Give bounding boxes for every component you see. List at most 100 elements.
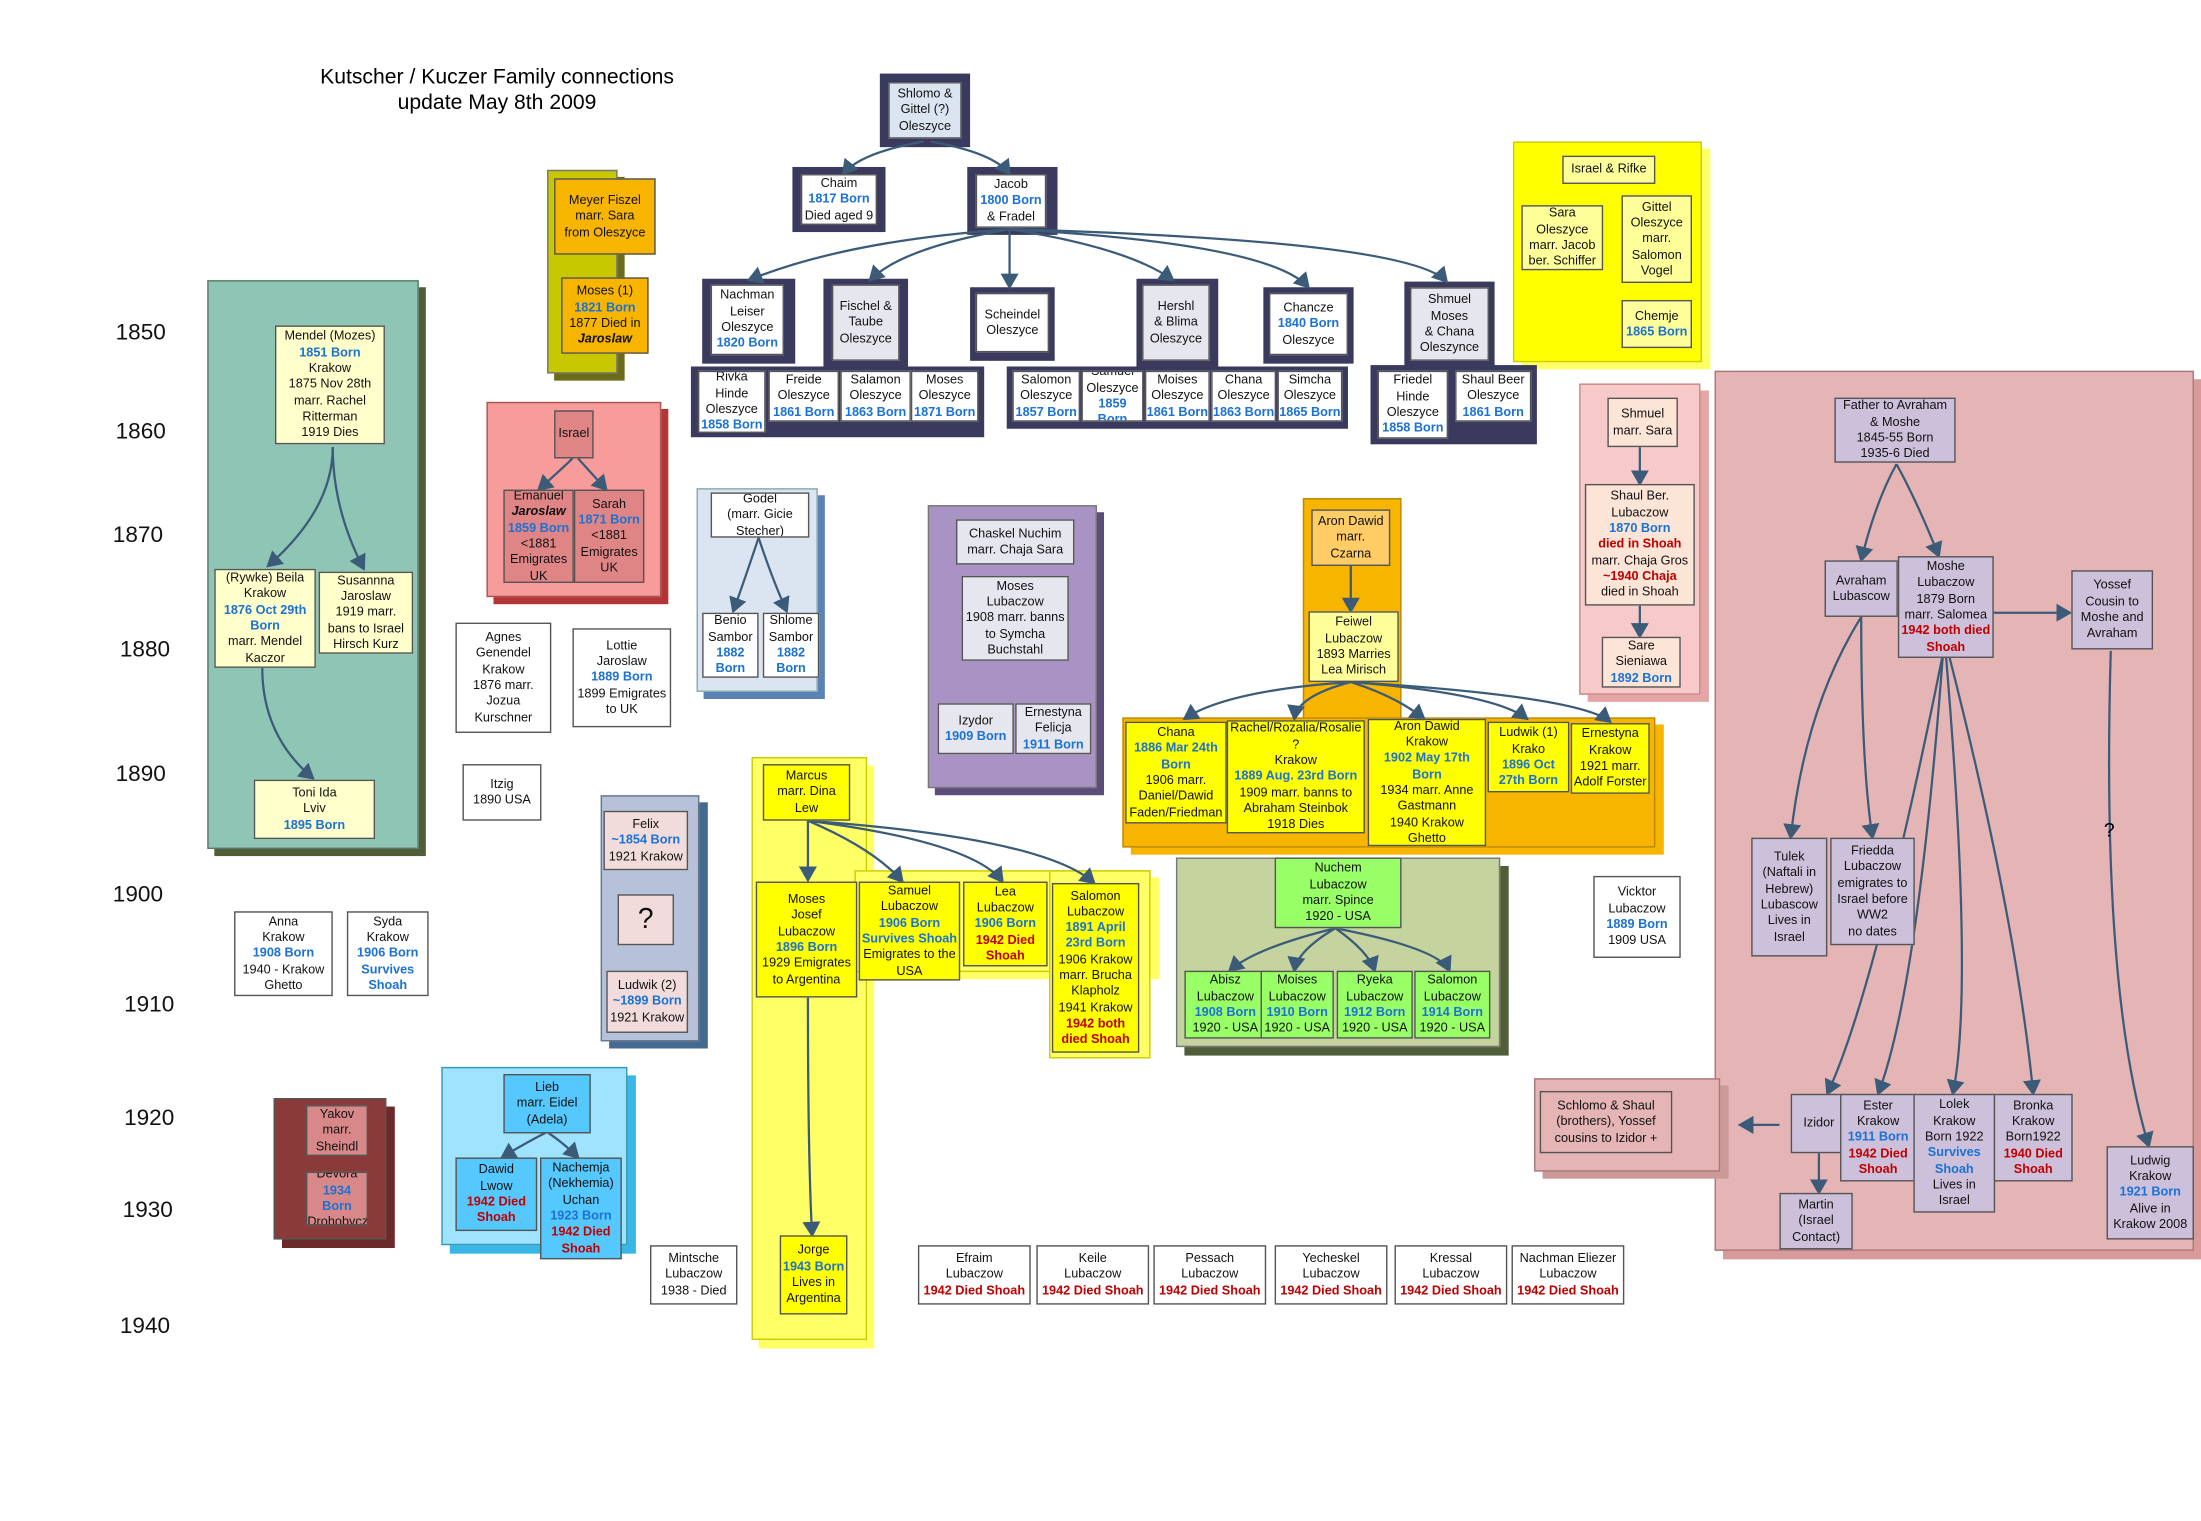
person-detail-line: Lubascow — [1832, 588, 1890, 603]
person-detail-line: Lubaczow — [665, 1266, 723, 1282]
person-detail-line: 1920 - USA — [1341, 1020, 1408, 1035]
person-detail-line: Ludwik (2) — [617, 977, 677, 992]
person-detail-line: Samuel — [887, 883, 931, 898]
person-detail-line: 1820 Born — [716, 335, 778, 350]
person-detail-line: bans to Israel — [327, 620, 404, 635]
person-detail-line: (Israel — [1798, 1213, 1834, 1228]
person-detail-line: Alive in — [2129, 1200, 2171, 1215]
person-detail-line: marr. Rachel — [293, 392, 366, 408]
person-detail-line: (Rywke) Beila — [225, 570, 305, 585]
person-detail-line: Oleszyce — [849, 388, 902, 403]
year-label: 1860 — [115, 420, 166, 445]
person-detail-line: Kressal — [1429, 1250, 1473, 1266]
person-detail-line: Oleszyce — [986, 322, 1039, 337]
person-detail-line: Adolf Forster — [1573, 774, 1647, 789]
person-detail-line: Israel before — [1837, 891, 1908, 906]
person-detail-line: Krakow — [482, 661, 525, 676]
person-detail-line: Avraham — [1835, 572, 1887, 587]
year-label: 1850 — [115, 321, 166, 346]
person-detail-line: Shmuel — [1621, 406, 1665, 421]
person-detail-line: & Chana — [1424, 324, 1475, 339]
person-detail-line: Lubaczow — [777, 923, 836, 938]
person-detail-line: marr. Sara — [1613, 422, 1673, 437]
person-detail-line: Krakow — [1274, 752, 1317, 768]
person-detail-line: 1942 Died Shoah — [1158, 1282, 1261, 1298]
person-detail-line: 1909 Born — [945, 728, 1007, 743]
person-detail-line: ? — [1292, 736, 1300, 752]
person-detail-line: Oleszyce — [1536, 221, 1589, 236]
person-detail-line: Ritterman — [302, 408, 358, 423]
person-detail-line: Emigrates — [580, 544, 638, 559]
person-detail-line: Ludwik (1) — [1499, 725, 1558, 740]
person-detail-line: Izidor — [1803, 1115, 1835, 1130]
person-detail-line: 1920 - USA — [1192, 1020, 1259, 1035]
person-detail-line: Shoah — [368, 977, 408, 992]
person-detail-line: Moses (1) — [576, 283, 634, 298]
person-shlomo-gittel: Shlomo &Gittel (?)Oleszyce — [888, 82, 962, 139]
person-detail-line: Dawid — [478, 1162, 514, 1177]
person-detail-line: 1943 Born — [782, 1258, 845, 1274]
person-detail-line: Leiser — [730, 303, 765, 318]
person-izidor: Izidor — [1790, 1093, 1848, 1154]
person-detail-line: Jacob — [994, 176, 1028, 192]
person-detail-line: Godel — [743, 492, 777, 506]
person-detail-line: 1919 Dies — [301, 424, 359, 439]
person-detail-line: Lives in — [792, 1274, 836, 1290]
person-detail-line: 1876 Oct 29th — [223, 602, 307, 617]
person-detail-line: Israel — [1773, 929, 1805, 944]
person-detail-line: Hinde — [1396, 388, 1430, 403]
person-detail-line: Lubaczow — [1608, 900, 1666, 916]
person-detail-line: 1918 Dies — [1267, 816, 1325, 831]
person-detail-line: Yecheskel — [1302, 1250, 1360, 1266]
person-detail-line: 1882 — [776, 645, 806, 660]
person-detail-line: Lubaczow — [1423, 988, 1481, 1003]
person-detail-line: Drohobycz — [307, 1214, 369, 1226]
person-detail-line: died Shoah — [1061, 1031, 1130, 1046]
person-detail-line: marr. — [322, 1122, 352, 1137]
person-detail-line: 1940 - Krakow — [242, 961, 325, 976]
person-detail-line: Moises — [1277, 972, 1318, 987]
person-detail-line: Lubaczow — [1917, 575, 1975, 590]
person-detail-line: Shaul Beer — [1461, 372, 1525, 387]
person-detail-line: Lea Mirisch — [1321, 662, 1387, 677]
person-detail-line: 1858 Born — [1382, 420, 1444, 435]
person-detail-line: Daniel/Dawid — [1138, 788, 1214, 803]
person-detail-line: 1920 - USA — [1264, 1020, 1331, 1035]
person-detail-line: Benio — [714, 613, 747, 628]
person-detail-line: Lubaczow — [1346, 988, 1404, 1003]
person-detail-line: Salomon — [1021, 372, 1072, 387]
person-detail-line: Lubaczow — [945, 1266, 1003, 1282]
person-detail-line: 1893 Marries — [1316, 646, 1391, 661]
person-detail-line: Lubaczow — [1066, 903, 1125, 919]
person-detail-line: Efraim — [955, 1250, 993, 1266]
person-detail-line: 1942 both died — [1901, 623, 1991, 638]
person-detail-line: Itzig — [490, 776, 514, 791]
person-detail-line: Born1922 — [2005, 1129, 2061, 1144]
person-detail-line: marr. Chaja Sara — [967, 541, 1064, 557]
person-detail-line: Rivka — [715, 370, 748, 385]
person-detail-line: 1892 Born — [1610, 670, 1672, 685]
person-detail-line: Israel — [558, 426, 590, 441]
